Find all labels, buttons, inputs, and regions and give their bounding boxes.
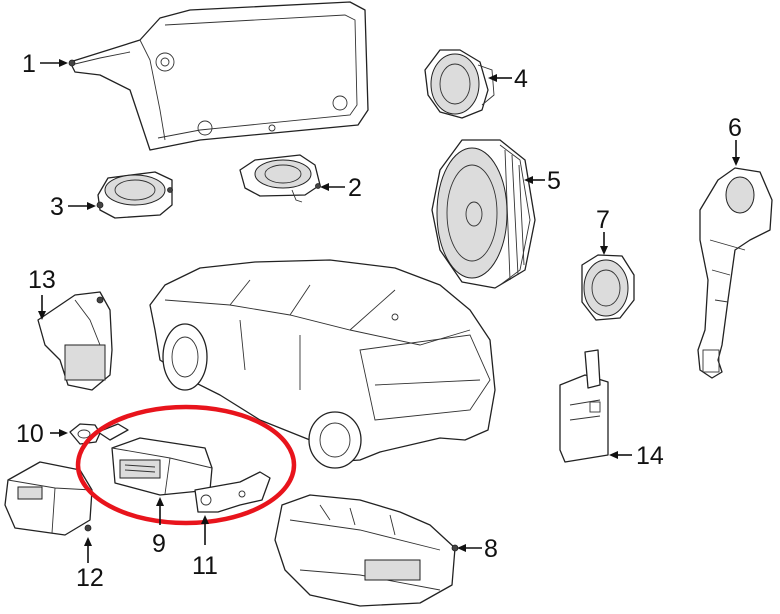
- part-8-main-unit: [274, 494, 459, 607]
- callout-2: 2: [348, 174, 362, 202]
- callout-5: 5: [547, 167, 561, 195]
- part-6-bracket: [697, 167, 773, 379]
- part-4-tweeter: [424, 49, 495, 119]
- callout-9: 9: [152, 530, 166, 558]
- callout-6: 6: [728, 114, 742, 142]
- part-12-ecu: [4, 461, 93, 536]
- callout-12: 12: [76, 564, 104, 592]
- callout-4: 4: [514, 65, 528, 93]
- callout-10: 10: [16, 420, 44, 448]
- part-11-bracket: [194, 471, 271, 513]
- part-5-woofer: [431, 139, 536, 289]
- vehicle-outline: [149, 259, 496, 469]
- part-7-speaker: [581, 254, 635, 321]
- callout-7: 7: [596, 206, 610, 234]
- callout-1: 1: [22, 50, 36, 78]
- callout-14: 14: [636, 442, 664, 470]
- part-10-clip: [69, 423, 129, 445]
- highlight-circle: [75, 404, 297, 526]
- callout-8: 8: [484, 535, 498, 563]
- callout-3: 3: [50, 193, 64, 221]
- callout-11: 11: [192, 552, 218, 580]
- callout-13: 13: [28, 266, 56, 294]
- part-1-display-panel: [68, 1, 369, 151]
- part-9-control-unit: [111, 437, 213, 496]
- part-13-relay-bracket: [37, 291, 113, 391]
- callouts: 1 2 3 4 5 6 7 8 9 10: [16, 50, 742, 592]
- part-14-module: [559, 349, 609, 463]
- part-3-speaker: [96, 171, 173, 219]
- part-2-tweeter: [239, 154, 321, 203]
